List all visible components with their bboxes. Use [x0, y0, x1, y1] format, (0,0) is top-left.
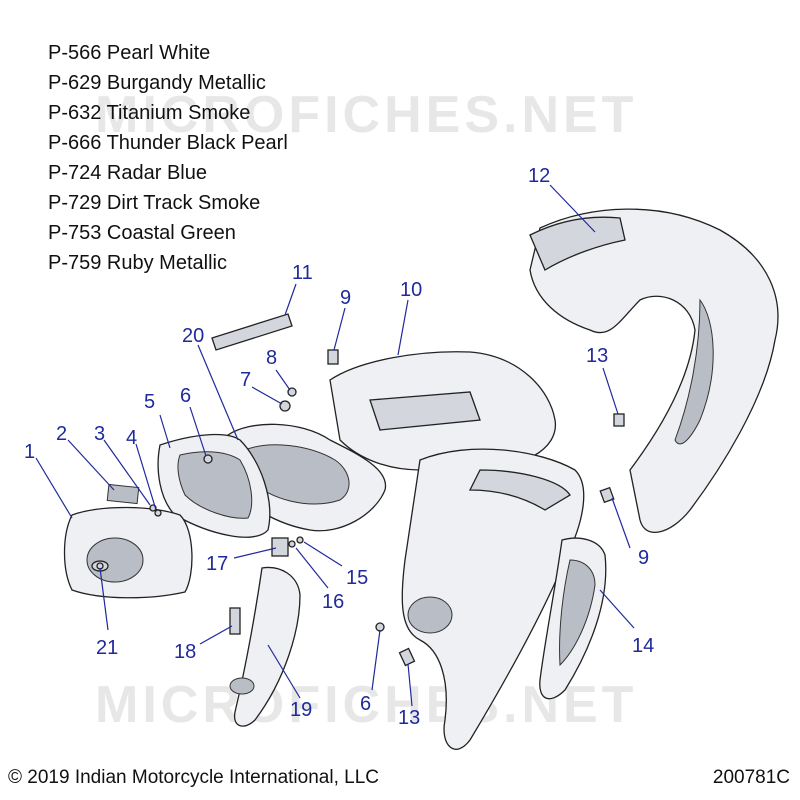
legend-item: P-729 Dirt Track Smoke: [48, 192, 261, 214]
part-17-grommet[interactable]: [271, 537, 289, 557]
part-10-inner-fairing[interactable]: [329, 351, 556, 471]
color-code-legend: P-566 Pearl White P-629 Burgandy Metalli…: [48, 38, 288, 278]
part-front-nose-fairing[interactable]: [401, 448, 585, 750]
callout-18: 18: [174, 641, 196, 663]
callout-13-upper: 13: [586, 345, 608, 367]
part-9-clip-lower[interactable]: [599, 486, 615, 504]
callout-6-lower: 6: [360, 693, 371, 715]
callout-6-upper: 6: [180, 385, 191, 407]
callout-15: 15: [346, 567, 368, 589]
legend-item: P-666 Thunder Black Pearl: [48, 132, 288, 154]
callout-9-upper: 9: [340, 287, 351, 309]
callout-12: 12: [528, 165, 550, 187]
callout-16: 16: [322, 591, 344, 613]
part-13-clip-lower[interactable]: [398, 647, 416, 667]
part-7-fastener[interactable]: [279, 400, 291, 412]
legend-item: P-632 Titanium Smoke: [48, 102, 251, 124]
callout-2: 2: [56, 423, 67, 445]
callout-19: 19: [290, 699, 312, 721]
diagram-id: 200781C: [712, 767, 790, 788]
callout-21: 21: [96, 637, 118, 659]
callout-10: 10: [400, 279, 422, 301]
callout-17: 17: [206, 553, 228, 575]
legend-item: P-566 Pearl White: [48, 42, 211, 64]
callout-7: 7: [240, 369, 251, 391]
part-16-screw[interactable]: [288, 540, 296, 548]
callout-3: 3: [94, 423, 105, 445]
copyright-text: © 2019 Indian Motorcycle International, …: [8, 767, 379, 788]
leader-lines: [35, 184, 635, 707]
part-19-lower-panel[interactable]: [229, 566, 301, 727]
callout-20: 20: [182, 325, 204, 347]
part-12-fairing-panel[interactable]: [529, 208, 779, 533]
callout-13-lower: 13: [398, 707, 420, 729]
legend-item: P-753 Coastal Green: [48, 222, 236, 244]
callout-1: 1: [24, 441, 35, 463]
callout-4: 4: [126, 427, 137, 449]
legend-item: P-724 Radar Blue: [48, 162, 207, 184]
hardware-parts: [96, 349, 625, 667]
callout-8: 8: [266, 347, 277, 369]
part-15-screw[interactable]: [296, 536, 304, 544]
part-2-label[interactable]: [106, 483, 140, 505]
callout-numbers: 1 2 3 4 5 6 20 7 8 11 9 10 12 13 9 14 17…: [24, 165, 654, 729]
callout-14: 14: [632, 635, 654, 657]
part-18-bracket[interactable]: [229, 607, 241, 635]
part-5-bezel[interactable]: [157, 433, 271, 538]
part-4-screw[interactable]: [154, 509, 162, 517]
watermark-top: MICROFICHES.NET: [95, 86, 637, 144]
part-1-cover[interactable]: [63, 506, 193, 599]
part-13-clip-upper[interactable]: [613, 413, 625, 427]
legend-item: P-629 Burgandy Metallic: [48, 72, 266, 94]
callout-9-lower: 9: [638, 547, 649, 569]
callout-11: 11: [292, 262, 313, 284]
part-14-side-panel[interactable]: [539, 537, 607, 700]
part-6-screw-lower[interactable]: [375, 622, 385, 632]
legend-item: P-759 Ruby Metallic: [48, 252, 227, 274]
callout-5: 5: [144, 391, 155, 413]
part-9-clip-upper[interactable]: [327, 349, 339, 365]
part-6-screw-upper[interactable]: [203, 454, 213, 464]
part-11-trim-strip[interactable]: [211, 313, 293, 351]
